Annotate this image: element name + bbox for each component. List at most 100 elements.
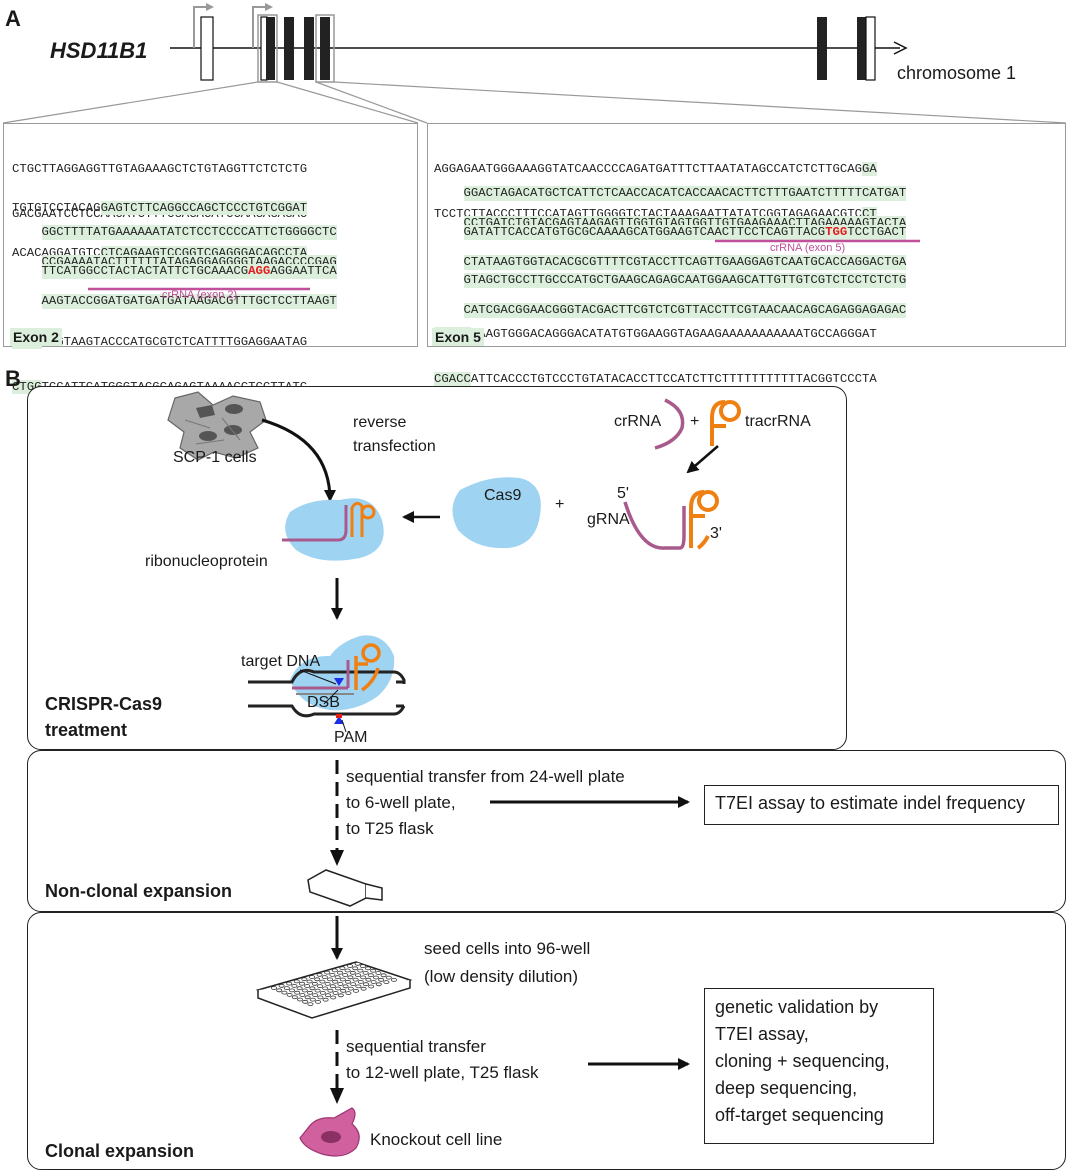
- well: [390, 978, 397, 982]
- well: [309, 986, 316, 991]
- well: [332, 979, 339, 984]
- well: [354, 961, 361, 966]
- s3-transfer-line1: sequential transfer: [346, 1037, 486, 1056]
- e5-line-4: GATATTCACCATGTGCGCAAAAGCATGGAAGTCAACTTCC…: [463, 225, 907, 240]
- transfection-label: transfection: [353, 438, 436, 455]
- well: [352, 977, 359, 982]
- s2-transfer-line1: sequential transfer from 24-well plate: [346, 767, 625, 786]
- validation-line-2: cloning + sequencing,: [715, 1051, 890, 1071]
- tracrrna-label: tracrRNA: [745, 413, 811, 430]
- well: [286, 981, 293, 986]
- well: [365, 977, 372, 982]
- e2-pam: AGG: [248, 264, 271, 278]
- e5-crrna-underline: [715, 239, 920, 243]
- well: [291, 995, 298, 1000]
- stage3-title: Clonal expansion: [45, 1141, 195, 1161]
- exon5-label: Exon 5: [432, 328, 484, 346]
- exon2-sequence-box: CTGCTTAGGAGGTTGTAGAAAGCTCTGTAGGTTCTCTCTG…: [3, 123, 418, 394]
- e5-pam: TGG: [825, 225, 848, 239]
- crrna-label: crRNA: [614, 413, 662, 430]
- s3-transfer-line2: to 12-well plate, T25 flask: [346, 1063, 539, 1082]
- e5-line-0: AGGAGAATGGGAAAGGTATCAACCCCAGATGATTTCTTAA…: [434, 162, 877, 176]
- well: [340, 988, 347, 993]
- stage2-title: Non-clonal expansion: [45, 881, 233, 901]
- well: [314, 988, 321, 993]
- exon2-label: Exon 2: [10, 328, 62, 346]
- exon-3: [284, 17, 294, 80]
- cas9-label: Cas9: [484, 487, 522, 504]
- 96-well-plate-icon: [255, 961, 413, 1019]
- well: [360, 986, 367, 991]
- well: [372, 975, 379, 980]
- dashed-arrow-2-head: [330, 1088, 344, 1104]
- e2-line-4: GGCTTTTATGAAAAAATATCTCCTCCCCATTCTGGGGCTC: [41, 225, 337, 240]
- dsb-label: DSB: [307, 694, 340, 711]
- well: [270, 986, 277, 990]
- stage-non-clonal-expansion: [27, 750, 1066, 912]
- to-grna-arrow: [686, 445, 719, 474]
- target-dna-label: target DNA: [241, 653, 321, 670]
- e5-line-7: CATCGACGGAACGGGTACGACTTCGTCTCGTTACCTTCGT…: [463, 303, 907, 318]
- well: [362, 982, 369, 987]
- pam-label: PAM: [334, 729, 368, 746]
- well: [308, 975, 315, 979]
- well: [309, 997, 316, 1002]
- e2-crrna-underline: [88, 287, 310, 291]
- gene-name: HSD11B1: [50, 38, 148, 63]
- reverse-label: reverse: [353, 414, 407, 431]
- well: [354, 973, 361, 977]
- well: [352, 989, 359, 993]
- rnp-label: ribonucleoprotein: [145, 553, 268, 570]
- well: [385, 975, 392, 980]
- t25-flask-icon: [307, 869, 383, 907]
- well: [306, 990, 313, 995]
- well: [330, 995, 337, 1000]
- well: [293, 979, 300, 984]
- well: [298, 981, 305, 986]
- e5-line-5: CTATAAGTGGTACACGCGTTTTCGTACCTTCAGTTGAAGG…: [463, 255, 907, 270]
- well: [304, 984, 311, 988]
- validation-line-4: off-target sequencing: [715, 1105, 884, 1125]
- exon-5: [320, 17, 330, 80]
- well: [360, 975, 367, 980]
- grna-icon: [623, 490, 719, 550]
- t7ei-assay-box: T7EI assay to estimate indel frequency: [704, 785, 1059, 825]
- well: [307, 1002, 314, 1006]
- cas9-icon: [452, 477, 541, 549]
- well: [336, 970, 343, 975]
- e5-line-9: CGACCATTCACCCTGTCCCTGTATACACCTTCCATCTTCT…: [434, 372, 877, 386]
- chromosome-label: chromosome 1: [897, 63, 1017, 83]
- well: [322, 997, 329, 1002]
- transfection-arrow: [261, 418, 336, 502]
- well: [357, 968, 364, 973]
- three-prime-label: 3': [710, 525, 722, 542]
- seed-line2: (low density dilution): [424, 967, 579, 986]
- well: [288, 988, 295, 993]
- well: [302, 999, 309, 1004]
- zoom-line-e2-right: [276, 81, 419, 124]
- well: [324, 993, 331, 998]
- gene-arrow-head: [893, 41, 908, 55]
- well: [324, 970, 331, 975]
- tss-arrow-1: [193, 3, 214, 48]
- well: [326, 977, 333, 982]
- well: [319, 979, 326, 984]
- well: [344, 979, 351, 984]
- tss-arrow-2: [252, 3, 273, 48]
- validation-line-3: deep sequencing,: [715, 1078, 858, 1098]
- well: [370, 968, 377, 973]
- knockout-cell-icon: [299, 1107, 360, 1157]
- validation-box: genetic validation by T7EI assay, clonin…: [704, 988, 934, 1144]
- zoom-line-e5-right: [333, 81, 1067, 124]
- exon-2-highlight: [257, 14, 278, 83]
- well: [337, 993, 344, 998]
- well: [339, 977, 346, 982]
- well: [319, 991, 326, 995]
- well: [367, 973, 374, 978]
- well: [322, 986, 329, 991]
- stage1-title: CRISPR-Cas9 treatment: [45, 691, 162, 743]
- well: [286, 993, 293, 997]
- well: [375, 971, 382, 975]
- well: [359, 964, 366, 968]
